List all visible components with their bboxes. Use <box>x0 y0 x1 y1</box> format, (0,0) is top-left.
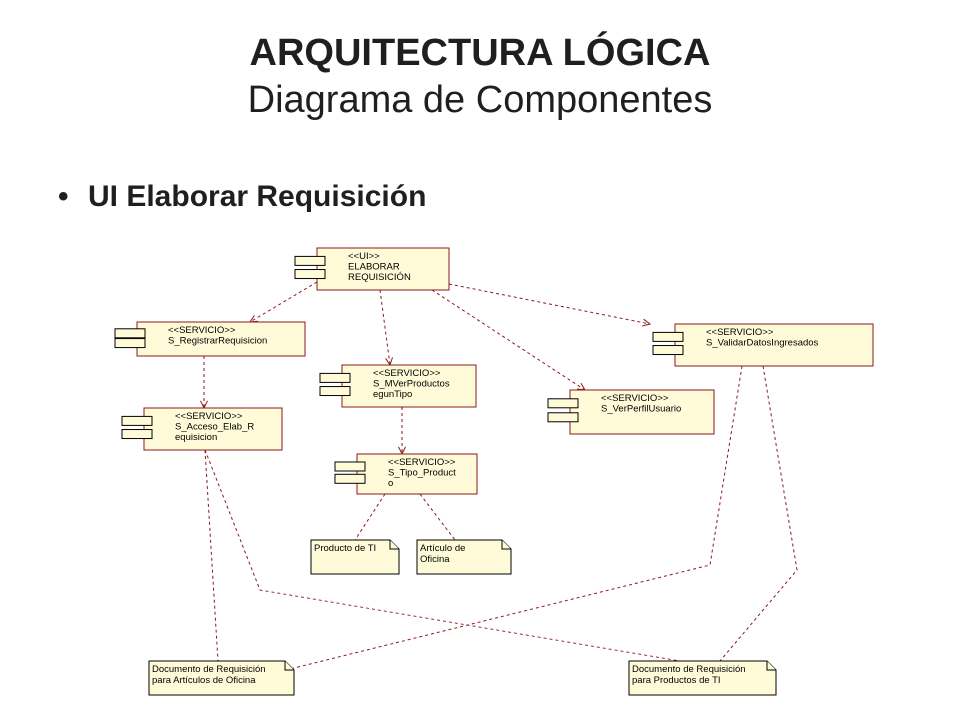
component-tipo[interactable]: <<SERVICIO>>S_Tipo_Producto <box>334 453 478 495</box>
component-label: S_MVerProductos <box>373 379 450 390</box>
component-label: S_Acceso_Elab_R <box>175 422 254 433</box>
component-body <box>356 453 478 495</box>
component-port-icon <box>114 328 146 339</box>
slide-title: ARQUITECTURA LÓGICA Diagrama de Componen… <box>0 30 960 124</box>
component-label: equisicion <box>175 432 217 443</box>
note-label: Artículo de <box>420 543 465 554</box>
dependency-tipo-to-artof <box>419 493 456 541</box>
component-label: ELABORAR <box>348 262 400 273</box>
component-port-icon <box>652 331 684 342</box>
dependency-ui-to-perfil <box>431 289 586 391</box>
component-port-icon <box>121 415 153 426</box>
note-label: para Productos de TI <box>632 675 721 686</box>
title-line-2: Diagrama de Componentes <box>247 79 713 121</box>
note-body <box>628 660 777 696</box>
component-port-icon <box>114 338 146 349</box>
dependency-ui-to-registrar <box>249 281 318 323</box>
arrowhead-ui-to-registrar <box>249 315 259 323</box>
component-body <box>674 323 874 367</box>
dependency-ui-to-mver <box>379 289 391 366</box>
note-prodti[interactable]: Producto de TI <box>310 539 400 575</box>
component-label: S_VerPerfilUsuario <box>601 404 681 415</box>
dependency-acceso-to-docof <box>204 449 219 662</box>
component-label: <<SERVICIO>> <box>706 327 774 338</box>
note-fold-icon <box>389 540 399 550</box>
dependency-validar-to-docof <box>289 365 743 670</box>
dependency-acceso-to-docti <box>204 449 681 662</box>
title-line-1: ARQUITECTURA LÓGICA <box>249 32 711 74</box>
component-port-icon <box>121 429 153 440</box>
component-label: S_RegistrarRequisicion <box>168 336 267 347</box>
component-label: <<UI>> <box>348 251 380 262</box>
note-fold-icon <box>766 661 776 671</box>
note-body <box>148 660 295 696</box>
bullet-text: UI Elaborar Requisición <box>88 180 427 213</box>
component-body <box>136 321 306 357</box>
diagram-nodes: <<UI>>ELABORARREQUISICIÓN<<SERVICIO>>S_R… <box>114 247 874 696</box>
component-label: S_Tipo_Product <box>388 468 456 479</box>
note-body <box>416 539 512 575</box>
component-perfil[interactable]: <<SERVICIO>>S_VerPerfilUsuario <box>547 389 715 435</box>
component-port-icon <box>294 269 326 280</box>
component-port-icon <box>334 473 366 484</box>
component-body <box>341 364 477 408</box>
component-port-icon <box>652 345 684 356</box>
arrowhead-ui-to-perfil <box>577 382 586 391</box>
component-label: <<SERVICIO>> <box>175 411 243 422</box>
component-port-icon <box>319 372 351 383</box>
component-label: S_ValidarDatosIngresados <box>706 338 819 349</box>
component-label: o <box>388 478 393 489</box>
component-body <box>316 247 450 291</box>
note-body <box>310 539 400 575</box>
note-label: para Artículos de Oficina <box>152 675 256 686</box>
component-port-icon <box>334 461 366 472</box>
component-label: REQUISICIÓN <box>348 272 411 283</box>
note-label: Documento de Requisición <box>152 664 266 675</box>
component-validar[interactable]: <<SERVICIO>>S_ValidarDatosIngresados <box>652 323 874 367</box>
dependency-ui-to-validar <box>448 283 651 325</box>
component-label: <<SERVICIO>> <box>168 325 236 336</box>
component-acceso[interactable]: <<SERVICIO>>S_Acceso_Elab_Requisicion <box>121 407 283 451</box>
note-label: Documento de Requisición <box>632 664 746 675</box>
arrowhead-ui-to-validar <box>642 318 652 327</box>
component-label: <<SERVICIO>> <box>601 393 669 404</box>
component-port-icon <box>547 398 579 409</box>
note-label: Oficina <box>420 554 450 565</box>
dependency-validar-to-docti <box>719 365 798 662</box>
component-registrar[interactable]: <<SERVICIO>>S_RegistrarRequisicion <box>114 321 306 357</box>
note-fold-icon <box>284 661 294 671</box>
component-body <box>569 389 715 435</box>
bullet-item: • UI Elaborar Requisición <box>58 180 426 214</box>
component-label: egunTipo <box>373 389 412 400</box>
note-label: Producto de TI <box>314 543 376 554</box>
component-port-icon <box>294 255 326 266</box>
dependency-tipo-to-prodti <box>354 493 386 541</box>
component-label: <<SERVICIO>> <box>373 368 441 379</box>
arrowhead-ui-to-mver <box>385 357 393 367</box>
component-body <box>143 407 283 451</box>
component-port-icon <box>547 412 579 423</box>
diagram-edges <box>200 281 798 670</box>
bullet-marker: • <box>58 180 69 213</box>
note-fold-icon <box>501 540 511 550</box>
component-port-icon <box>319 386 351 397</box>
component-label: <<SERVICIO>> <box>388 457 456 468</box>
